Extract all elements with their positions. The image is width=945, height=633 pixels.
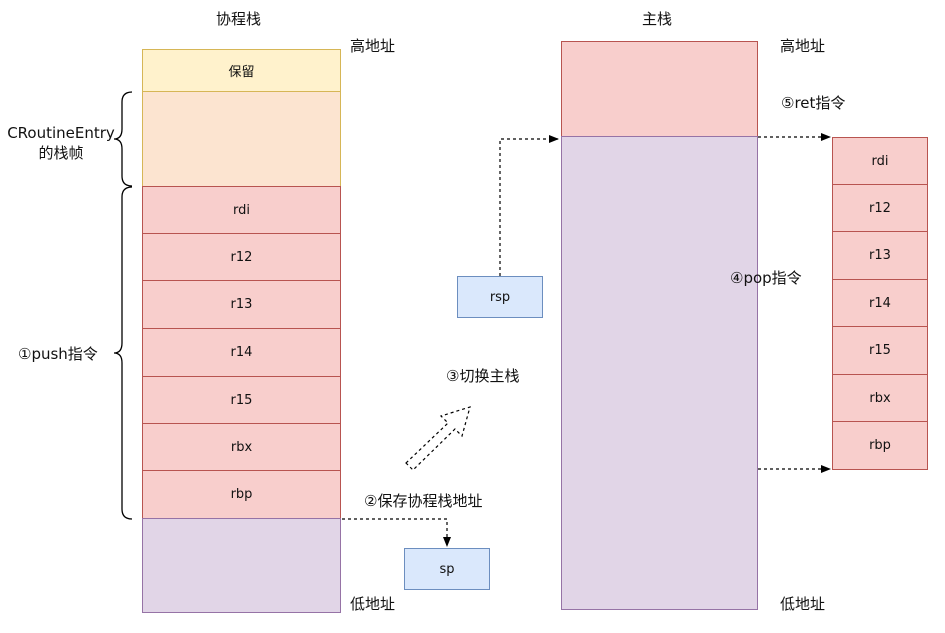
- main-stack-upper-area: [561, 41, 758, 137]
- croutine-entry-frame-label-line2: 的栈帧: [38, 144, 84, 162]
- rsp-box: rsp: [457, 276, 543, 318]
- main-stack-lower-area: [561, 136, 758, 610]
- main-stack-title: 主栈: [642, 10, 673, 28]
- save-coroutine-stack-address-label: ②保存协程栈地址: [364, 492, 483, 510]
- coroutine-register-r14: r14: [142, 328, 341, 377]
- coroutine-register-r15: r15: [142, 376, 341, 424]
- frame-brace: [113, 91, 133, 187]
- croutine-entry-frame-label-line1: CRoutineEntry: [7, 124, 115, 142]
- coroutine-low-address-label: 低地址: [350, 595, 396, 613]
- coroutine-high-address-label: 高地址: [350, 37, 396, 55]
- popped-register-rbx: rbx: [832, 374, 928, 422]
- popped-register-r13: r13: [832, 231, 928, 280]
- main-low-address-label: 低地址: [780, 595, 826, 613]
- save-address-arrow: [342, 518, 451, 547]
- coroutine-stack-free-area: [142, 518, 341, 613]
- coroutine-stack-title: 协程栈: [216, 10, 262, 28]
- popped-register-rbp: rbp: [832, 421, 928, 470]
- coroutine-register-rbx: rbx: [142, 423, 341, 471]
- coroutine-register-r12: r12: [142, 233, 341, 281]
- popped-register-r14: r14: [832, 279, 928, 327]
- coroutine-register-rbp: rbp: [142, 470, 341, 519]
- push-brace: [113, 186, 133, 520]
- main-high-address-label: 高地址: [780, 37, 826, 55]
- pop-instruction-label: ④pop指令: [730, 269, 802, 287]
- coroutine-register-r13: r13: [142, 280, 341, 329]
- reserved-cell: 保留: [142, 49, 341, 92]
- switch-main-stack-label: ③切换主栈: [446, 367, 520, 385]
- coroutine-register-rdi: rdi: [142, 186, 341, 234]
- switch-stack-block-arrow: [405, 406, 471, 471]
- croutine-entry-frame-cell: [142, 91, 341, 187]
- sp-box: sp: [404, 548, 490, 590]
- ret-instruction-label: ⑤ret指令: [781, 94, 846, 112]
- rsp-arrow: [499, 135, 559, 276]
- push-instruction-label: ①push指令: [18, 345, 98, 363]
